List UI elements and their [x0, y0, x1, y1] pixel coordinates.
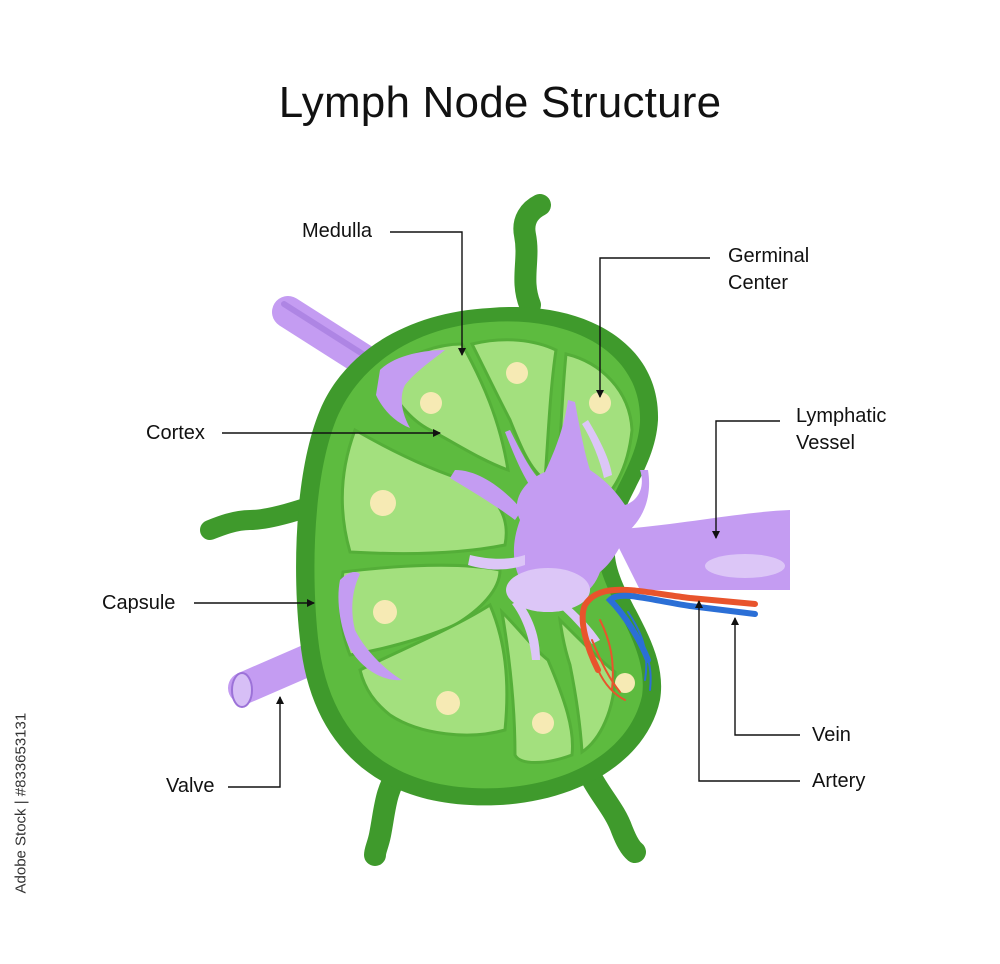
lymphatic-vessel-label-line1: Lymphatic — [796, 405, 887, 427]
vein-leader — [731, 617, 800, 736]
germinal-center-leader — [596, 257, 710, 398]
vein-shape — [605, 592, 758, 663]
lymphatic-vessel-leader — [712, 420, 780, 539]
top-stalk — [513, 194, 551, 316]
capsule-label: Capsule — [102, 592, 176, 614]
page-title: Lymph Node Structure — [278, 78, 722, 127]
bottom-right-stalk — [579, 764, 646, 863]
medulla-label: Medulla — [302, 220, 373, 242]
stock-watermark-text: Adobe Stock | #833653131 — [12, 712, 30, 894]
germinal-center-label-line2: Center — [728, 272, 789, 294]
artery-shape — [579, 586, 758, 673]
medulla-leader — [390, 231, 466, 356]
lymphatic-vessel-label: Lymphatic Vessel — [796, 403, 886, 457]
artery-leader — [695, 600, 800, 782]
germinal-center-label: Germinal Center — [728, 243, 809, 297]
leader-lines — [194, 231, 800, 788]
vein-label: Vein — [812, 724, 851, 746]
efferent-vessel — [610, 510, 790, 590]
lymphatic-vessel-label-line2: Vessel — [796, 432, 855, 454]
valve-label: Valve — [166, 775, 215, 797]
valve-shape — [231, 672, 253, 708]
stock-watermark: Adobe Stock | #833653131 — [6, 713, 34, 900]
blood-vessels — [579, 586, 758, 701]
valve-leader — [228, 696, 284, 788]
artery-label: Artery — [812, 770, 866, 792]
germinal-centers — [370, 362, 635, 734]
medulla-shape — [450, 400, 650, 660]
bottom-left-stalk — [364, 759, 411, 866]
germinal-center-label-line1: Germinal — [728, 245, 810, 267]
cortex-label: Cortex — [146, 422, 205, 444]
